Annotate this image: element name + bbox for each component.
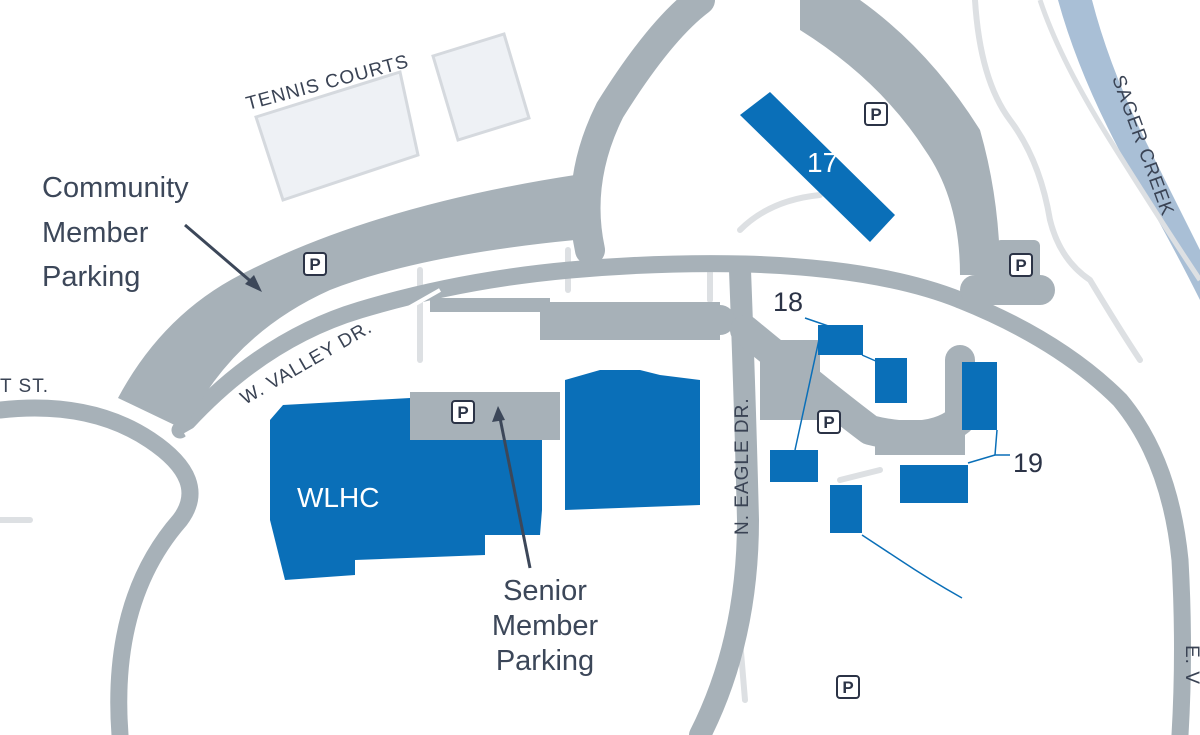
senior-arrow [498, 417, 532, 569]
svg-text:P: P [823, 413, 834, 432]
n-eagle-dr-label: N. EAGLE DR. [732, 397, 753, 535]
svg-text:P: P [870, 105, 881, 124]
w-valley-curb [184, 288, 441, 437]
parking-sign-icon: P [836, 675, 860, 699]
wlhc-label: WLHC [297, 482, 379, 513]
t-st-label: T ST. [0, 376, 49, 397]
community-arrow [184, 223, 256, 287]
community-parking-label-1: Community [42, 172, 189, 204]
leader-lines [794, 317, 1010, 599]
callout-arrows [184, 223, 532, 569]
building-wlhc [270, 398, 542, 580]
e-road-label: E. V [1181, 645, 1200, 685]
svg-text:P: P [842, 678, 853, 697]
svg-text:P: P [1015, 256, 1026, 275]
senior-parking-label-3: Parking [496, 645, 594, 677]
building-19-label: 19 [1013, 448, 1043, 478]
sager-creek [1058, 0, 1200, 300]
building-19d [830, 485, 862, 533]
parking-icons: P P P P P P [303, 102, 1033, 699]
building-17-label: 17 [807, 147, 838, 178]
svg-text:P: P [457, 403, 468, 422]
building-18b [875, 358, 907, 403]
parking-sign-icon: P [451, 400, 475, 424]
parking-sign-icon: P [1009, 253, 1033, 277]
creek-bank [1037, 0, 1200, 282]
svg-text:P: P [309, 255, 320, 274]
senior-parking-label-1: Senior [503, 575, 587, 607]
buildings [270, 92, 997, 580]
parking-sign-icon: P [817, 410, 841, 434]
building-19b [900, 465, 968, 503]
building-18a [818, 325, 863, 355]
building-19c [770, 450, 818, 482]
building-17 [740, 92, 895, 242]
building-18-label: 18 [773, 287, 803, 317]
building-wlhc-east [565, 370, 700, 510]
senior-parking-lot [410, 392, 560, 440]
community-parking-label-2: Member [42, 217, 149, 249]
community-parking-lot [118, 175, 575, 430]
building-19a [962, 362, 997, 430]
community-parking-label-3: Parking [42, 261, 140, 293]
parking-sign-icon: P [303, 252, 327, 276]
tennis-courts [254, 32, 531, 202]
parking-sign-icon: P [864, 102, 888, 126]
senior-parking-label-2: Member [492, 610, 599, 642]
